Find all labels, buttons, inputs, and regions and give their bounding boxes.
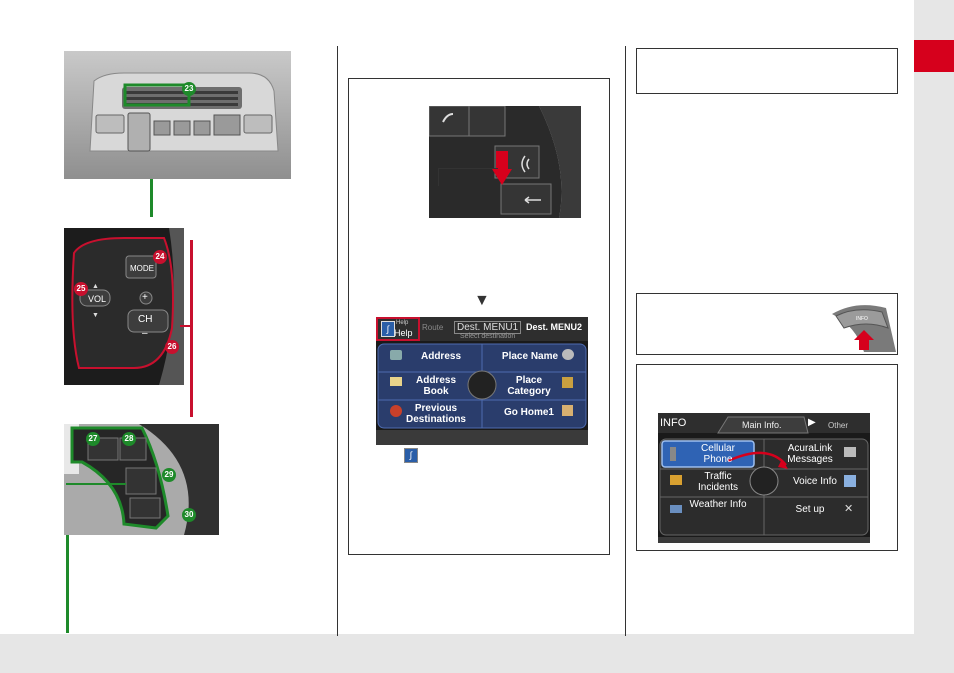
help-top-label: Help xyxy=(396,320,409,326)
traffic-icon xyxy=(670,475,682,485)
address-icon xyxy=(390,350,402,360)
tab-main-info[interactable]: Main Info. xyxy=(742,420,782,430)
callout-27: 27 xyxy=(86,432,100,446)
help-button[interactable]: Help xyxy=(394,328,413,338)
pointer-line-vertical xyxy=(438,168,439,186)
down-arrow-glyph: ▼ xyxy=(474,292,490,309)
callout-26: 26 xyxy=(165,340,179,354)
tab-dest-menu-2[interactable]: Dest. MENU2 xyxy=(526,322,583,332)
magnifier-icon xyxy=(562,349,574,360)
pointer-line-horizontal xyxy=(438,168,498,169)
callout-24: 24 xyxy=(153,250,167,264)
leader-line-red xyxy=(190,240,193,417)
ch-minus-glyph: – xyxy=(142,328,148,339)
callout-29: 29 xyxy=(162,468,176,482)
side-strip xyxy=(914,0,954,634)
column-divider-left xyxy=(337,46,338,636)
phone-icon xyxy=(670,447,676,461)
info-button-label: INFO xyxy=(856,316,868,322)
leader-line-green xyxy=(66,535,69,633)
voice-help-icon: ∫ xyxy=(381,321,395,337)
callout-25: 25 xyxy=(74,282,88,296)
info-title: INFO xyxy=(660,417,687,429)
ch-plus-glyph: + xyxy=(142,292,148,303)
info-menu-screen: INFO Main Info. ▶ Other Cellular Phone A… xyxy=(658,413,870,543)
mode-label: MODE xyxy=(130,264,154,273)
vol-up-glyph: ▲ xyxy=(92,283,99,290)
menu-item-address-book[interactable]: Address Book xyxy=(415,375,456,397)
screen-subtitle: Select destination xyxy=(460,333,516,340)
info-item-cellular-phone[interactable]: Cellular Phone xyxy=(701,443,735,465)
ch-label: CH xyxy=(138,314,153,325)
menu-item-place-name[interactable]: Place Name xyxy=(501,351,559,362)
nav-destination-menu-screen: Help Help ∫ Route Dest. MENU1 Dest. MENU… xyxy=(376,317,588,445)
vol-down-glyph: ▼ xyxy=(92,312,99,319)
column-divider-right xyxy=(625,46,626,636)
talk-button-photo xyxy=(429,106,581,218)
setup-tools-icon: ✕ xyxy=(844,503,854,515)
weather-icon xyxy=(670,505,682,513)
ceiling-microphone-photo: 23 xyxy=(64,51,291,179)
category-icon xyxy=(562,377,573,388)
note-box-top xyxy=(636,48,898,94)
tab-dest-menu-1[interactable]: Dest. MENU1 xyxy=(454,321,522,334)
info-item-acuralink-messages[interactable]: AcuraLink Messages xyxy=(787,443,833,465)
info-item-voice-info[interactable]: Voice Info xyxy=(793,476,837,487)
tab-arrow-icon: ▶ xyxy=(808,417,816,428)
info-item-set-up[interactable]: Set up xyxy=(795,504,825,515)
menu-item-go-home[interactable]: Go Home1 xyxy=(503,407,554,418)
menu-item-place-category[interactable]: Place Category xyxy=(507,375,551,397)
leader-line-23 xyxy=(150,179,153,217)
leader-horizontal-green xyxy=(66,483,126,485)
info-item-weather-info[interactable]: Weather Info xyxy=(689,499,747,510)
callout-30: 30 xyxy=(182,508,196,522)
info-button-photo: INFO xyxy=(826,302,896,352)
tab-other[interactable]: Other xyxy=(828,421,849,430)
home-icon xyxy=(562,405,573,416)
history-icon xyxy=(390,405,402,417)
leader-tick-red xyxy=(180,325,192,327)
callout-23: 23 xyxy=(182,82,196,96)
vol-label: VOL xyxy=(88,294,107,304)
book-icon xyxy=(390,377,402,386)
message-icon xyxy=(844,447,856,457)
voice-info-icon xyxy=(844,475,856,487)
steering-right-controls-photo: 27 28 29 30 xyxy=(64,424,219,535)
menu-item-address[interactable]: Address xyxy=(420,351,461,362)
info-item-traffic-incidents[interactable]: Traffic Incidents xyxy=(697,471,739,493)
footer-bar xyxy=(0,634,954,673)
steering-left-controls-photo: MODE VOL ▲ ▼ + CH – 24 25 26 xyxy=(64,228,184,385)
menu-item-previous-destinations[interactable]: Previous Destinations xyxy=(405,403,466,425)
tab-route[interactable]: Route xyxy=(422,323,444,332)
chapter-tab[interactable] xyxy=(914,40,954,72)
callout-28: 28 xyxy=(122,432,136,446)
voice-help-inline-icon: ∫ xyxy=(404,448,418,463)
